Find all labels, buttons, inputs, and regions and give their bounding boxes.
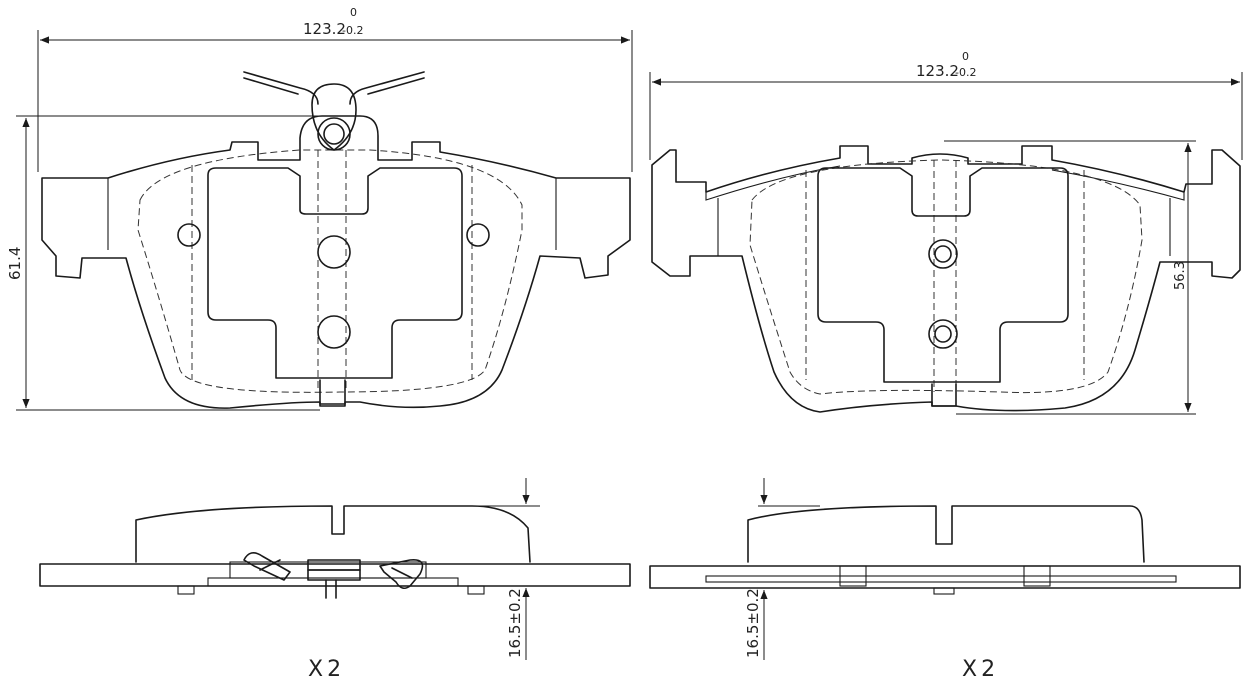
lower-center-hole [317,315,351,349]
right-pad-lower-hole-inner [934,325,952,343]
left-width-lower: -0.2 [342,24,363,37]
left-pad-recess [207,167,463,379]
bottom-tab [319,379,346,405]
right-height-value: 56.3 [1173,261,1188,290]
left-thickness-value: 16.5±0.2 [506,588,524,658]
right-width-dimension: 123.2 0 -0.2 [649,50,1243,160]
right-thickness-value: 16.5±0.2 [744,588,762,658]
left-backing-plate-side [39,563,631,587]
right-thickness-dimension: 16.5±0.2 [744,478,820,660]
left-pad-front-view [41,71,631,409]
left-side-lug-b [467,585,485,595]
right-width-lower: -0.2 [955,66,976,79]
wear-sensor-spring-icon [243,71,425,151]
right-pad-recess [817,167,1069,383]
right-width-value: 123.2 [916,62,959,80]
right-pad-side-view [649,505,1241,595]
upper-center-hole [317,235,351,269]
right-side-lug-b [1023,565,1051,587]
right-side-bottom-lug [933,587,955,595]
left-side-lug-a [177,585,195,595]
right-pad-lower-hole [928,319,958,349]
left-friction-outline [137,149,523,393]
left-pad-outline [41,115,631,409]
right-friction-side [747,505,1145,563]
left-width-value: 123.2 [303,20,346,38]
right-pad-upper-hole-inner [934,245,952,263]
right-pad-outline [651,145,1241,413]
right-side-lug-a [839,565,867,587]
right-width-upper: 0 [962,50,969,63]
right-height-dimension: 56.3 [944,140,1196,415]
left-width-upper: 0 [350,6,357,19]
right-backing-plate-side [649,565,1241,589]
left-height-dimension: 61.4 [6,115,320,411]
left-pad-side-view [39,505,631,599]
right-quantity: X2 [962,657,999,682]
left-quantity: X2 [308,657,345,682]
right-pad-upper-hole [928,239,958,269]
left-clip-base [229,561,427,579]
right-rivet-hole [466,223,490,247]
right-shim [705,575,1177,583]
left-width-dimension: 123.2 0 -0.2 [37,6,633,172]
left-friction-side [135,505,531,563]
right-pad-bottom-tab [931,383,957,407]
left-side-spring-icon [243,552,424,599]
right-pad-front-view [651,145,1241,413]
right-friction-outline [749,159,1143,395]
left-height-value: 61.4 [6,247,24,280]
left-thickness-dimension: 16.5±0.2 [476,478,540,660]
left-rivet-hole [177,223,201,247]
right-top-rim-b [1051,169,1185,201]
